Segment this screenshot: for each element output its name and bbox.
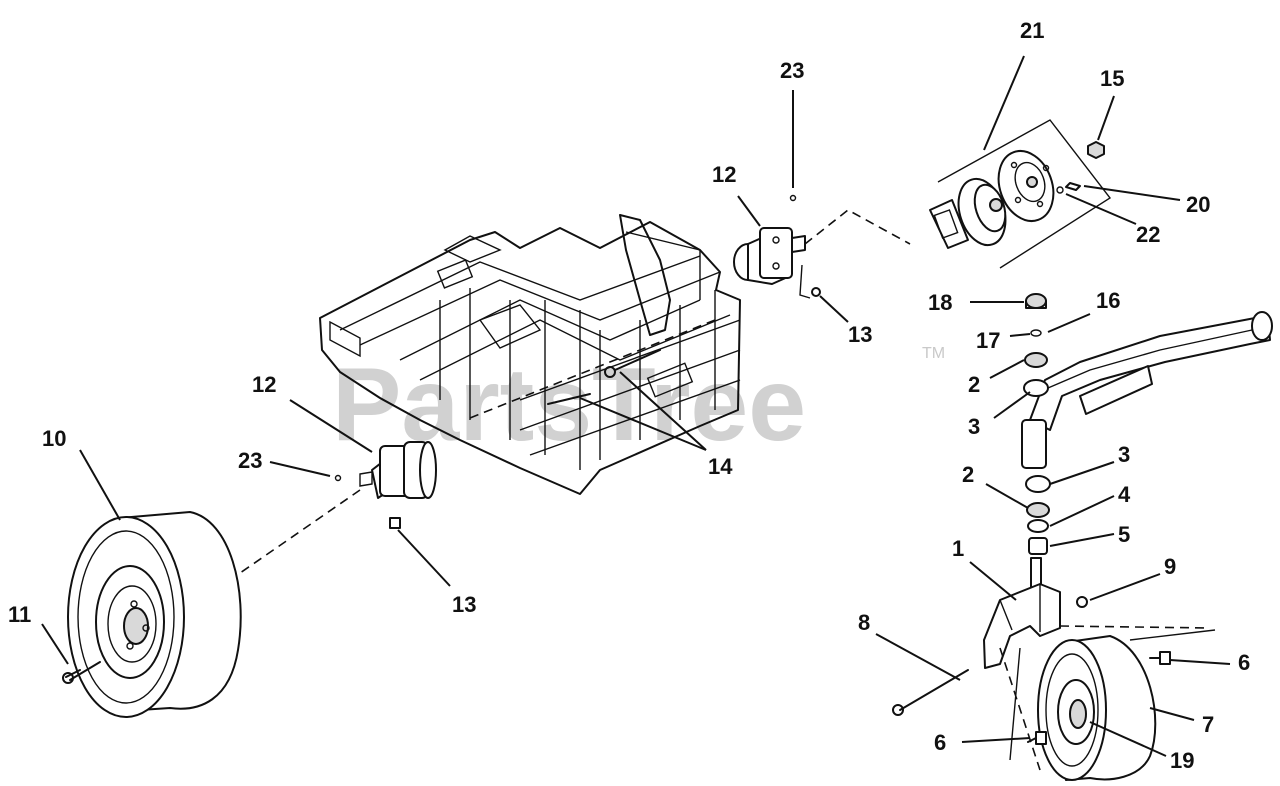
callout-22: 22 — [1136, 222, 1160, 247]
axle-bolt-8 — [899, 669, 969, 711]
callout-12-lower: 12 — [252, 372, 276, 397]
callout-13-lower: 13 — [452, 592, 476, 617]
washer-22 — [1056, 186, 1064, 194]
caster-fork-1 — [983, 557, 1061, 669]
callout-9: 9 — [1164, 554, 1176, 579]
caster-arm-16 — [1021, 311, 1273, 469]
nut-9 — [1076, 596, 1088, 608]
callout-23-lower: 23 — [238, 448, 262, 473]
bolt-14-a — [547, 393, 591, 405]
callout-13-upper: 13 — [848, 322, 872, 347]
nut-13-lower — [389, 517, 401, 529]
callout-18: 18 — [928, 290, 952, 315]
callout-21: 21 — [1020, 18, 1044, 43]
callout-23-upper: 23 — [780, 58, 804, 83]
callout-7: 7 — [1202, 712, 1214, 737]
leader-lines — [41, 55, 1231, 757]
callout-4: 4 — [1118, 482, 1131, 507]
callout-14: 14 — [708, 454, 733, 479]
callout-17: 17 — [976, 328, 1000, 353]
bolt-11 — [65, 661, 101, 681]
callout-16: 16 — [1096, 288, 1120, 313]
callout-1: 1 — [952, 536, 964, 561]
callout-5: 5 — [1118, 522, 1130, 547]
key-23-upper — [789, 194, 797, 202]
wheel-motor-upper — [733, 227, 806, 285]
callout-19: 19 — [1170, 748, 1194, 773]
hub-assembly-21 — [929, 119, 1112, 269]
callout-11: 11 — [8, 602, 31, 627]
wheel-motor-lower — [359, 441, 437, 499]
stud-20 — [1065, 182, 1081, 191]
callout-labels: 21 23 15 12 20 22 18 16 17 13 2 3 12 10 … — [8, 18, 1250, 773]
callout-12-upper: 12 — [712, 162, 736, 187]
washer-17 — [1030, 329, 1042, 337]
bolt-14-b — [604, 366, 616, 378]
caster-wheel-7 — [1037, 635, 1157, 781]
callout-8: 8 — [858, 610, 870, 635]
callout-3-lower: 3 — [1118, 442, 1130, 467]
nut-13-upper — [811, 287, 821, 297]
nut-15 — [1087, 141, 1105, 159]
callout-2-upper: 2 — [968, 372, 980, 397]
spacer-5 — [1028, 537, 1048, 555]
main-frame — [319, 214, 741, 495]
bearing-2-upper — [1024, 352, 1048, 368]
callout-3-upper: 3 — [968, 414, 980, 439]
callout-15: 15 — [1100, 66, 1124, 91]
rear-wheel-10 — [67, 511, 242, 718]
watermark-trademark: TM — [922, 345, 945, 362]
callout-20: 20 — [1186, 192, 1210, 217]
callout-2-lower: 2 — [962, 462, 974, 487]
key-23-lower — [334, 474, 342, 482]
callout-6-upper: 6 — [1238, 650, 1250, 675]
bearing-2-lower — [1026, 502, 1050, 518]
cap-18 — [1025, 293, 1047, 309]
callout-6-lower: 6 — [934, 730, 946, 755]
callout-10: 10 — [42, 426, 66, 451]
race-3-lower — [1025, 475, 1051, 493]
seal-4 — [1027, 519, 1049, 533]
